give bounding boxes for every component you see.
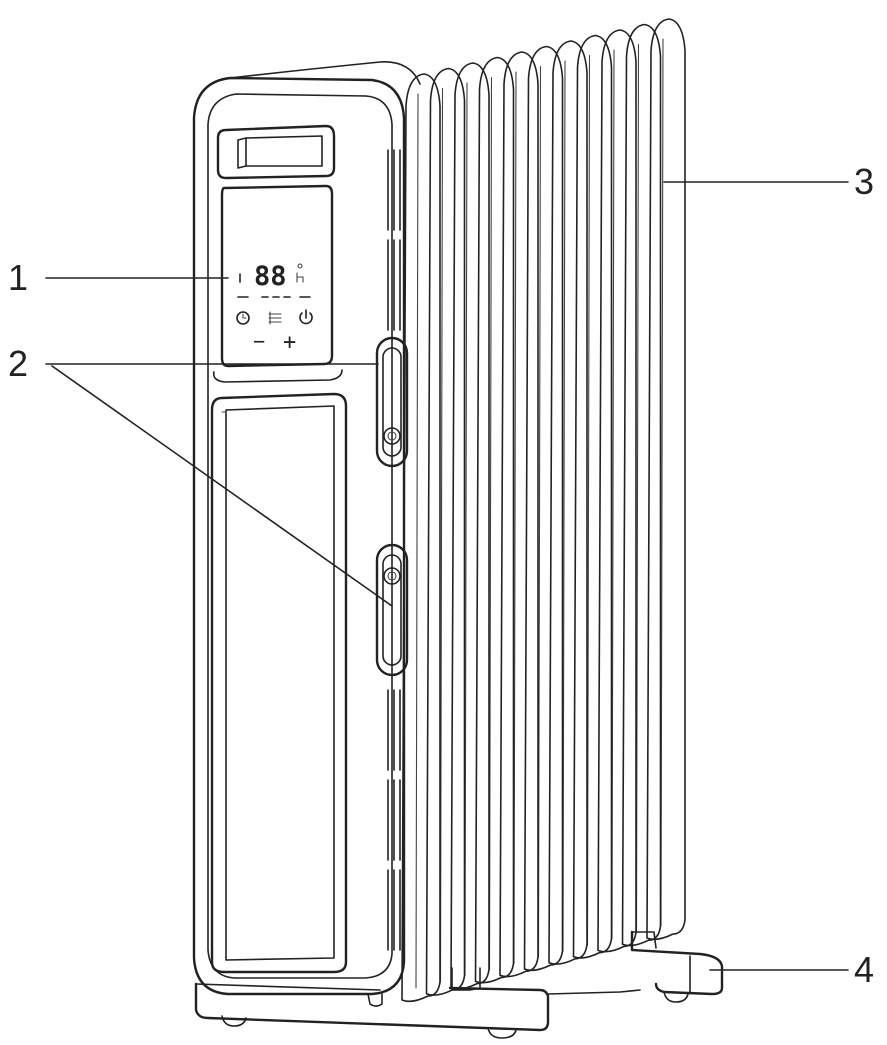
radiator-fin (474, 56, 515, 984)
radiator-fin (548, 40, 588, 965)
callout-lines (45, 181, 849, 971)
unit-indicator-icon (296, 263, 304, 283)
radiator-fin (597, 29, 637, 953)
fin-edge (611, 49, 615, 939)
fin-edge (537, 65, 542, 958)
power-icon[interactable] (299, 309, 313, 325)
radiator-fin (425, 67, 466, 996)
heat-mode-icon[interactable] (268, 311, 282, 325)
fin-edge (562, 60, 566, 952)
callout-4: 4 (854, 949, 874, 990)
callout-3: 3 (854, 161, 874, 202)
foot-front (194, 982, 550, 1039)
radiator-fin (401, 73, 441, 1003)
fin-edge (439, 87, 444, 983)
radiator-fin (572, 34, 613, 959)
radiator-fin (646, 18, 686, 941)
feet (194, 930, 724, 1039)
fin-edge (488, 76, 493, 970)
callout-2: 2 (8, 343, 28, 384)
radiator-fin (499, 51, 539, 978)
callout-labels: 1 2 3 4 (8, 161, 874, 990)
foot-back (451, 930, 724, 1003)
fin-edge (635, 43, 640, 933)
fin-edge (513, 71, 517, 964)
lower-panel (210, 392, 348, 974)
fin-edge (586, 54, 591, 946)
side-vents (387, 149, 401, 951)
radiator-fin (450, 62, 490, 990)
radiator-fins (401, 18, 686, 1003)
front-housing (192, 61, 421, 996)
radiator-fin (621, 23, 662, 947)
digital-display: 88 − + (236, 261, 313, 355)
control-knob-upper (375, 336, 409, 468)
leader-2b (51, 365, 393, 607)
plus-button[interactable]: + (283, 330, 296, 355)
callout-1: 1 (8, 257, 28, 298)
display-digits: 88 (254, 261, 287, 292)
radiator-fin (523, 45, 564, 972)
timer-icon[interactable] (236, 311, 250, 325)
minus-button[interactable]: − (253, 329, 265, 353)
fin-edge (660, 38, 664, 927)
fin-edge (415, 93, 419, 989)
control-knob-lower (375, 543, 409, 677)
carry-handle (216, 124, 336, 180)
fin-edge (464, 82, 468, 977)
